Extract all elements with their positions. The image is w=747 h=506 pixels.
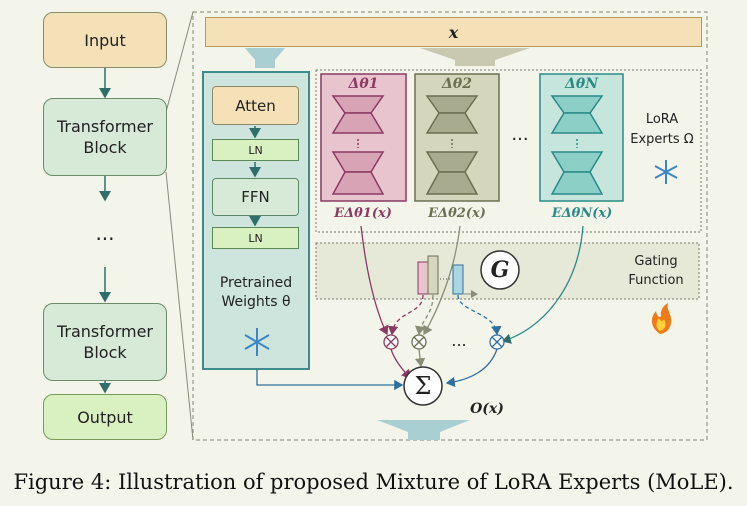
zoom-line-top: [165, 11, 194, 113]
line-gn-mult: [457, 294, 502, 336]
big-arrow-pretrained: [245, 48, 285, 68]
snowflake-icon: [244, 328, 270, 356]
gate-bar-n: [452, 264, 464, 295]
sum-circle: [403, 366, 443, 406]
experts-ellipsis: ...: [511, 123, 529, 145]
ffn-box: FFN: [212, 178, 299, 216]
big-arrow-experts: [420, 48, 530, 66]
mult-2: [411, 334, 427, 350]
line-en-mult: [501, 225, 584, 344]
output-box: Output: [43, 394, 167, 440]
mult-n: [489, 334, 505, 350]
input-x-bar: x: [205, 17, 702, 47]
expert-2-output: EΔθ2(x): [428, 205, 486, 221]
main-frame: [192, 11, 708, 441]
gating-function-label: Gating Function: [628, 254, 684, 288]
expert-2-title: Δθ2: [442, 76, 472, 92]
figure-caption: Figure 4: Illustration of proposed Mixtu…: [13, 470, 734, 494]
gate-bar-1: [417, 261, 429, 295]
big-arrow-output: [377, 420, 470, 440]
expert-1-trapezoids: [331, 95, 385, 195]
experts-region: [315, 69, 702, 233]
ln-box-1: LN: [212, 139, 299, 161]
expert-2-trapezoids: [425, 95, 479, 195]
atten-box: Atten: [212, 86, 299, 125]
ln-box-2: LN: [212, 227, 299, 249]
gating-symbol: G: [490, 257, 510, 283]
transformer-block-2: Transformer Block: [43, 303, 167, 381]
expert-n-title: ΔθN: [565, 76, 598, 92]
line-g2-mult: [414, 294, 434, 336]
line-g1-mult: [387, 294, 424, 336]
sum-symbol: Σ: [414, 372, 432, 400]
expert-n-output: EΔθN(x): [551, 205, 613, 221]
lora-experts-label: LoRA Experts Ω: [630, 112, 694, 147]
line-e2-mult: [423, 225, 461, 336]
ellipsis-left: ...: [95, 221, 115, 245]
mult-ellipsis: ...: [451, 330, 467, 350]
transformer-block-1: Transformer Block: [43, 98, 167, 176]
line-mn-sum: [445, 348, 498, 388]
expert-1-title: Δθ1: [348, 76, 379, 92]
pretrained-weights-label: Pretrained Weights θ: [219, 275, 293, 310]
fire-icon: [651, 303, 672, 334]
expert-1-output: EΔθ1(x): [334, 205, 392, 221]
line-m2-sum: [414, 348, 426, 368]
line-e1-mult: [360, 225, 389, 336]
output-label: O(x): [470, 401, 504, 417]
line-pretrained-sum: [256, 369, 404, 391]
gate-bar-2: [427, 255, 439, 295]
zoom-line-bottom: [165, 171, 194, 441]
gating-circle: [480, 250, 520, 290]
snowflake-icon: [654, 160, 678, 184]
expert-n-trapezoids: [550, 95, 604, 195]
input-box: Input: [43, 12, 167, 68]
mult-1: [383, 334, 399, 350]
